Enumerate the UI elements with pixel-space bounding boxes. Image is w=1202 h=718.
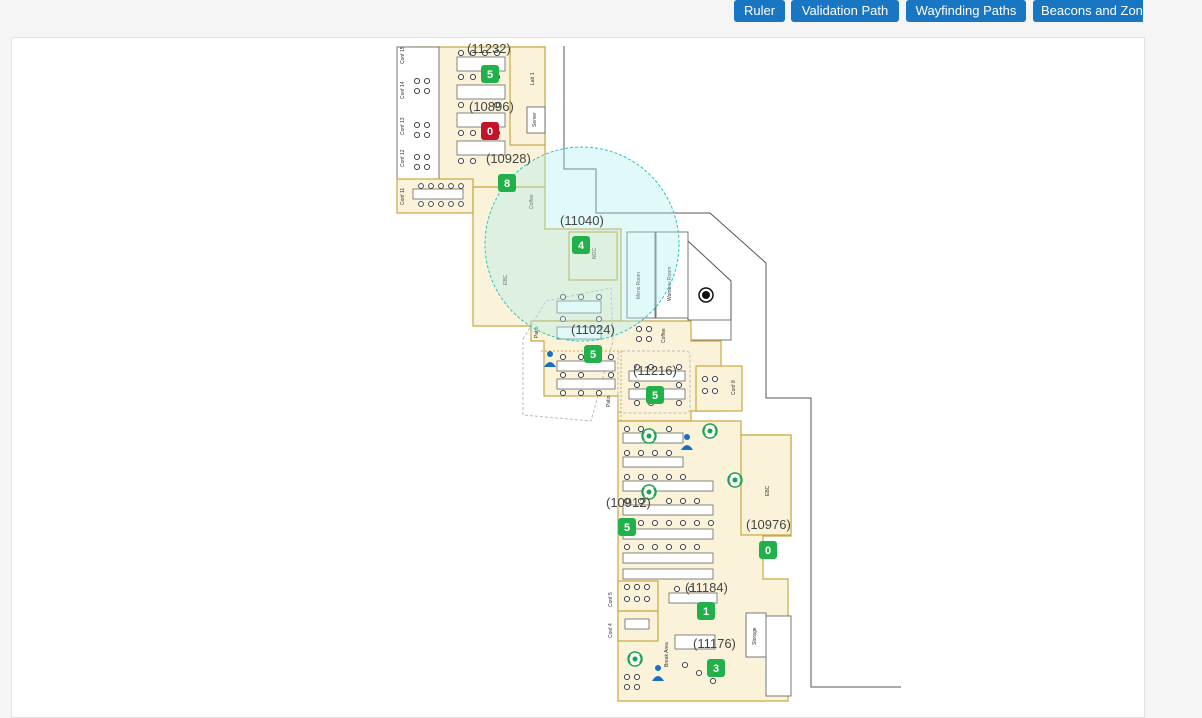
room-label-storage: Storage	[752, 627, 758, 645]
zone-badge[interactable]: 8	[498, 174, 516, 192]
svg-text:8: 8	[504, 178, 510, 190]
svg-text:4: 4	[578, 240, 585, 252]
zone-badge[interactable]: 4	[572, 236, 590, 254]
svg-text:5: 5	[652, 390, 658, 402]
validation-path-button[interactable]: Validation Path	[791, 0, 899, 22]
zone-labels: (11232) (10896) (10928) (11040) (11024) …	[467, 41, 791, 651]
room-label-break-area: Break Area	[664, 642, 670, 667]
beacon-icon[interactable]	[702, 423, 718, 439]
chairs	[413, 49, 719, 691]
svg-text:0: 0	[765, 545, 771, 557]
zone-badge[interactable]: 5	[481, 65, 499, 83]
room-label-ebc-1: EBC	[503, 274, 509, 285]
zone-label: (10896)	[469, 99, 514, 114]
svg-text:3: 3	[713, 663, 719, 675]
room-label-conf8: Conf 8	[731, 380, 737, 395]
zone-label: (11232)	[467, 41, 511, 56]
room-label-conf15: Conf 15	[400, 46, 406, 64]
zone-badge[interactable]: 0	[759, 541, 777, 559]
zone-label: (11040)	[560, 213, 604, 228]
room-label-ebc-2: EBC	[765, 485, 771, 496]
room-label-coffee-1: Coffee	[529, 194, 535, 209]
room-label-conf14: Conf 14	[400, 81, 406, 99]
room-label-conf4: Conf 4	[608, 623, 614, 638]
zone-label: (10928)	[486, 151, 531, 166]
svg-text:5: 5	[624, 522, 630, 534]
room-label-conf11: Conf 11	[400, 188, 406, 205]
person-icon[interactable]	[652, 665, 664, 681]
zone-badge[interactable]: 0	[481, 122, 499, 140]
floor-plan-map[interactable]: Conf 15 Conf 14 Conf 13 Conf 12 Conf 11 …	[12, 38, 1144, 717]
room-label-patio-2: Patio	[606, 395, 612, 407]
floor-map-panel[interactable]: Conf 15 Conf 14 Conf 13 Conf 12 Conf 11 …	[11, 37, 1145, 718]
zone-badge[interactable]: 3	[707, 659, 725, 677]
room-label-conf12: Conf 12	[400, 149, 406, 167]
beacon-icon[interactable]	[627, 651, 643, 667]
location-target-icon[interactable]	[698, 287, 714, 303]
zone-badge[interactable]: 5	[646, 386, 664, 404]
zone-boundaries	[409, 178, 691, 422]
svg-text:1: 1	[703, 606, 709, 618]
svg-text:0: 0	[487, 126, 493, 138]
svg-text:5: 5	[590, 349, 596, 361]
zone-label: (10912)	[606, 495, 651, 510]
svg-text:5: 5	[487, 69, 493, 81]
map-toolbar: Ruler Validation Path Wayfinding Paths B…	[0, 0, 1202, 34]
room-label-noc: NOC	[592, 248, 598, 260]
beacon-icon[interactable]	[641, 428, 657, 444]
zone-badge[interactable]: 5	[618, 518, 636, 536]
room-label-conf5: Conf 5	[608, 592, 614, 607]
zone-badge[interactable]: 1	[697, 602, 715, 620]
room-label-coffee-2: Coffee	[661, 328, 667, 343]
wayfinding-paths-button[interactable]: Wayfinding Paths	[906, 0, 1026, 22]
room-label-conf13: Conf 13	[400, 117, 406, 135]
person-icon[interactable]	[681, 434, 693, 450]
room-label-mens-room: Mens Room	[636, 272, 642, 299]
zone-label: (10976)	[746, 517, 791, 532]
zone-label: (11176)	[693, 636, 736, 651]
room-label-lab1: Lab 1	[530, 72, 536, 85]
beacon-icon[interactable]	[641, 484, 657, 500]
beacons-and-zones-button[interactable]: Beacons and Zones	[1033, 0, 1143, 22]
room-label-server: Server	[532, 112, 538, 127]
rooms	[396, 46, 792, 702]
person-icon[interactable]	[544, 351, 556, 367]
zone-label: (11216)	[633, 363, 677, 378]
ruler-button[interactable]: Ruler	[734, 0, 785, 22]
zone-badge[interactable]: 5	[584, 345, 602, 363]
room-label-patio-1: Patio	[534, 326, 540, 338]
zone-label: (11184)	[685, 580, 728, 595]
beacon-icon[interactable]	[727, 472, 743, 488]
zone-label: (11024)	[571, 322, 615, 337]
